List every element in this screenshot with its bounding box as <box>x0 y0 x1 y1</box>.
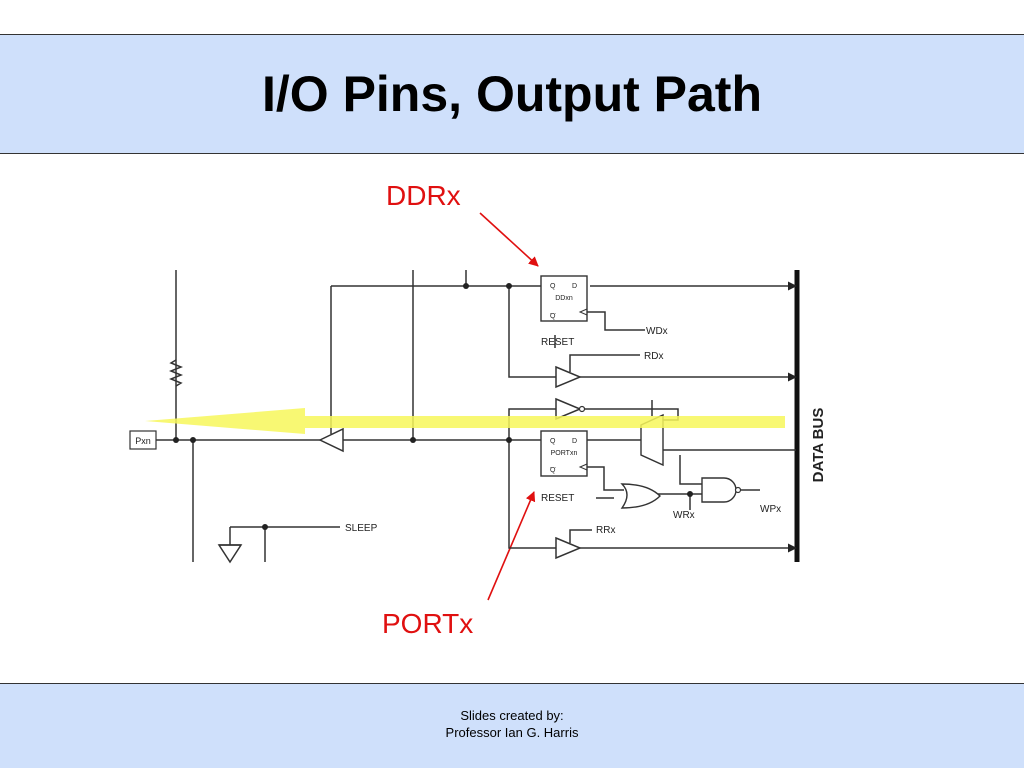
title-banner <box>0 34 1024 154</box>
wdx-label: WDx <box>646 326 668 337</box>
port-q-label: Q <box>550 438 556 445</box>
output-driver-buffer <box>318 427 344 453</box>
pullup-resistor <box>168 359 184 387</box>
sleep-gate <box>217 544 243 564</box>
footer-credit-line1: Slides created by: <box>460 708 564 723</box>
rrx-label: RRx <box>596 525 615 536</box>
wrx-label: WRx <box>673 510 695 521</box>
sleep-label: SLEEP <box>345 523 378 534</box>
ddr-reset-label: RESET <box>541 337 574 348</box>
portx-pointer-arrow <box>487 491 536 601</box>
feedback-inverter <box>555 397 582 421</box>
wpx-label: WPx <box>760 504 781 515</box>
rdx-buffer <box>555 365 582 389</box>
pin-box <box>129 430 157 450</box>
and-gate <box>701 477 737 503</box>
port-d-label: D <box>572 438 577 445</box>
ddr-register-label: DDxn <box>555 295 573 302</box>
slide-title: I/O Pins, Output Path <box>262 66 762 122</box>
pin-label: Pxn <box>135 436 151 446</box>
port-reset-label: RESET <box>541 493 574 504</box>
ddr-register <box>540 275 588 322</box>
ddrx-pointer-arrow <box>479 212 539 267</box>
footer-credit-line2: Professor Ian G. Harris <box>445 725 579 740</box>
ddrx-annotation: DDRx <box>386 180 461 211</box>
port-register-label: PORTxn <box>551 450 578 457</box>
footer-banner <box>0 683 1024 768</box>
port-qbar-label: Q <box>550 467 556 474</box>
rrx-buffer <box>555 536 582 560</box>
output-path-highlight-arrow <box>145 408 785 434</box>
ddr-d-label: D <box>572 283 577 290</box>
ddr-qbar-label: Q <box>550 313 556 320</box>
or-gate <box>620 483 661 509</box>
rdx-label: RDx <box>644 351 663 362</box>
data-bus-label: DATA BUS <box>810 408 827 483</box>
portx-annotation: PORTx <box>382 608 474 639</box>
ddr-q-label: Q <box>550 283 556 290</box>
port-register <box>540 430 588 477</box>
